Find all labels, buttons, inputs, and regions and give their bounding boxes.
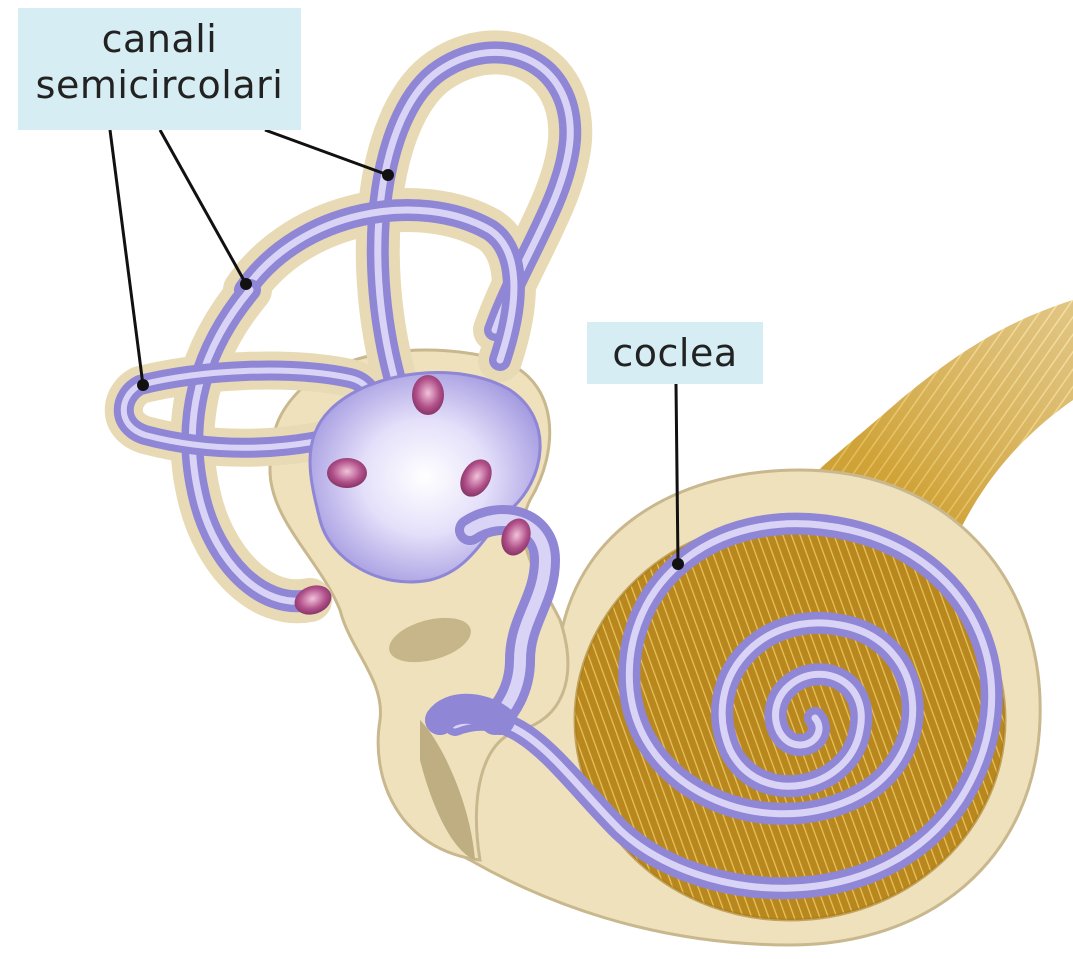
leader-line-canal-2 — [160, 130, 246, 284]
semicircular-label-line2: semicircolari — [18, 62, 301, 108]
semicircular-canals-label: canali semicircolari — [18, 8, 301, 130]
ampulla-spot — [327, 458, 367, 488]
leader-dot — [137, 379, 149, 391]
semicircular-label-line1: canali — [18, 16, 301, 62]
cochlea-label: coclea — [587, 322, 763, 384]
ampulla-spot — [412, 375, 444, 415]
leader-dot — [382, 169, 394, 181]
leader-dot — [240, 278, 252, 290]
leader-line-cochlea — [676, 384, 678, 564]
leader-line-canal-1 — [110, 130, 143, 385]
leader-dot — [672, 558, 684, 570]
